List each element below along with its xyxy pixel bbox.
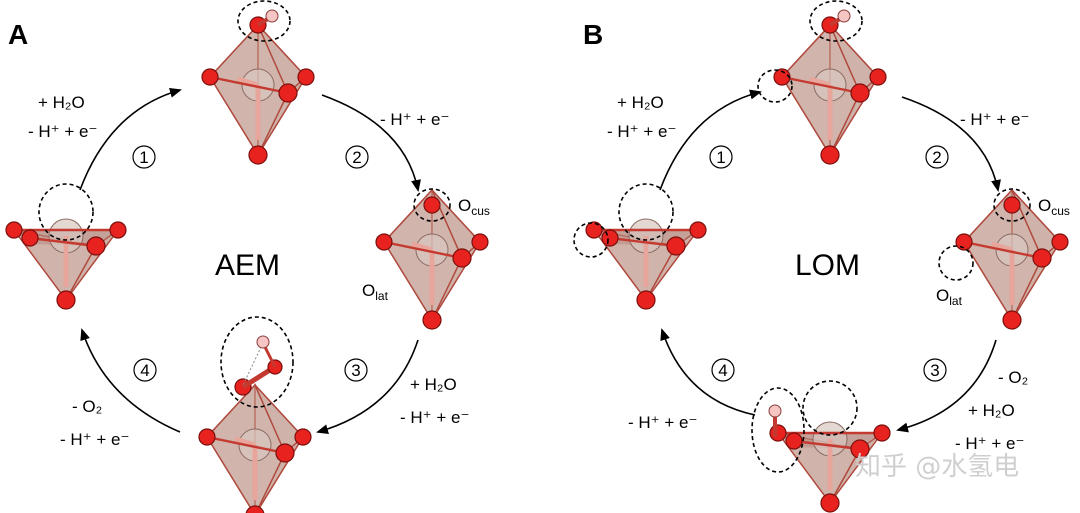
panel-b-vacancy-structure <box>573 183 706 309</box>
svg-text:2: 2 <box>932 148 941 167</box>
panel-a-vacancy-structure <box>6 183 126 309</box>
panel-b-olat-highlight <box>938 245 974 281</box>
panel-b-step-1-line-1: + H₂O <box>617 93 664 112</box>
panel-b-vacancy-side-highlight <box>573 222 609 258</box>
panel-b-step-3-line-2: + H₂O <box>968 401 1015 420</box>
panel-a-step-4-line-1: - O₂ <box>72 397 102 416</box>
panel-a-vacancy-highlight <box>38 183 94 241</box>
panel-a-step-2-badge: 2 <box>345 145 369 169</box>
panel-a-olat-label: Olat <box>362 281 389 303</box>
panel-a-step-3-badge: 3 <box>344 358 368 382</box>
panel-b-step-1-badge: 1 <box>709 145 733 169</box>
svg-text:3: 3 <box>930 361 939 380</box>
panel-a-step-1-line-1: + H₂O <box>38 93 85 112</box>
panel-a-step-4-badge: 4 <box>133 358 157 382</box>
panel-b-mechanism-title: LOM <box>795 249 860 282</box>
panel-a-arrow-step-4 <box>80 328 181 433</box>
panel-b-step-2-line-1: - H⁺ + e⁻ <box>960 110 1029 129</box>
panel-b: B LOM Ocus Olat <box>573 0 1070 512</box>
panel-a-step-1-badge: 1 <box>132 145 156 169</box>
panel-a-step-3-line-1: + H₂O <box>410 375 457 394</box>
panel-b-oh-adsorbate-structure <box>757 0 886 164</box>
panel-b-arrow-step-2 <box>901 96 1001 192</box>
panel-a-arrow-step-1 <box>79 87 182 191</box>
panel-b-step-4-line-1: - H⁺ + e⁻ <box>628 413 697 432</box>
panel-b-step-3-line-1: - O₂ <box>998 368 1028 387</box>
panel-a-oh-highlight <box>237 0 291 42</box>
panel-b-step-3-line-3: - H⁺ + e⁻ <box>955 434 1024 453</box>
panel-b-oh-lattice-highlight <box>751 387 805 473</box>
panel-b-ocus-highlight <box>993 188 1031 222</box>
svg-text:3: 3 <box>351 361 360 380</box>
panel-a-label: A <box>8 19 28 50</box>
panel-a: A AEM Ocus Olat <box>6 0 490 513</box>
panel-a-ocus-label: Ocus <box>458 196 490 218</box>
panel-b-step-1-line-2: - H⁺ + e⁻ <box>607 122 676 141</box>
panel-b-step-3-badge: 3 <box>923 358 947 382</box>
panel-b-ocus-label: Ocus <box>1038 196 1070 218</box>
panel-b-arrow-step-3 <box>896 339 997 433</box>
panel-a-arrow-step-2 <box>321 94 421 192</box>
svg-text:1: 1 <box>716 148 725 167</box>
panel-a-oh-adsorbate-structure <box>202 0 314 164</box>
watermark: 知乎 @水氢电 <box>855 452 1019 482</box>
panel-b-olat-label: Olat <box>936 286 963 308</box>
panel-b-step-4-badge: 4 <box>711 358 735 382</box>
panel-b-o-adsorbate-structure <box>938 188 1068 329</box>
panel-b-lattice-o-highlight <box>757 69 793 103</box>
panel-a-arrow-step-3 <box>316 339 419 435</box>
panel-a-ooh-adsorbate-structure <box>199 316 311 513</box>
svg-text:4: 4 <box>718 361 727 380</box>
panel-a-step-4-line-2: - H⁺ + e⁻ <box>60 430 129 449</box>
panel-a-step-3-line-2: - H⁺ + e⁻ <box>400 408 469 427</box>
panel-a-mechanism-title: AEM <box>215 249 280 282</box>
svg-text:4: 4 <box>140 361 149 380</box>
panel-b-step-2-badge: 2 <box>925 145 949 169</box>
svg-text:2: 2 <box>352 148 361 167</box>
panel-b-arrow-step-4 <box>660 328 756 416</box>
panel-a-step-1-line-2: - H⁺ + e⁻ <box>28 122 97 141</box>
panel-b-arrow-step-1 <box>659 89 762 191</box>
panel-b-label: B <box>583 19 603 50</box>
panel-a-ooh-highlight <box>220 316 294 408</box>
panel-a-step-2-line-1: - H⁺ + e⁻ <box>380 110 449 129</box>
panel-a-ocus-highlight <box>413 188 451 222</box>
panel-a-o-adsorbate-structure <box>376 189 488 329</box>
panel-b-vacancy-top-highlight <box>618 183 674 241</box>
panel-b-double-vacancy-structure <box>751 380 890 512</box>
svg-text:1: 1 <box>139 148 148 167</box>
panel-b-vacancy-highlight <box>802 380 858 436</box>
panel-b-oh-highlight <box>809 0 863 42</box>
